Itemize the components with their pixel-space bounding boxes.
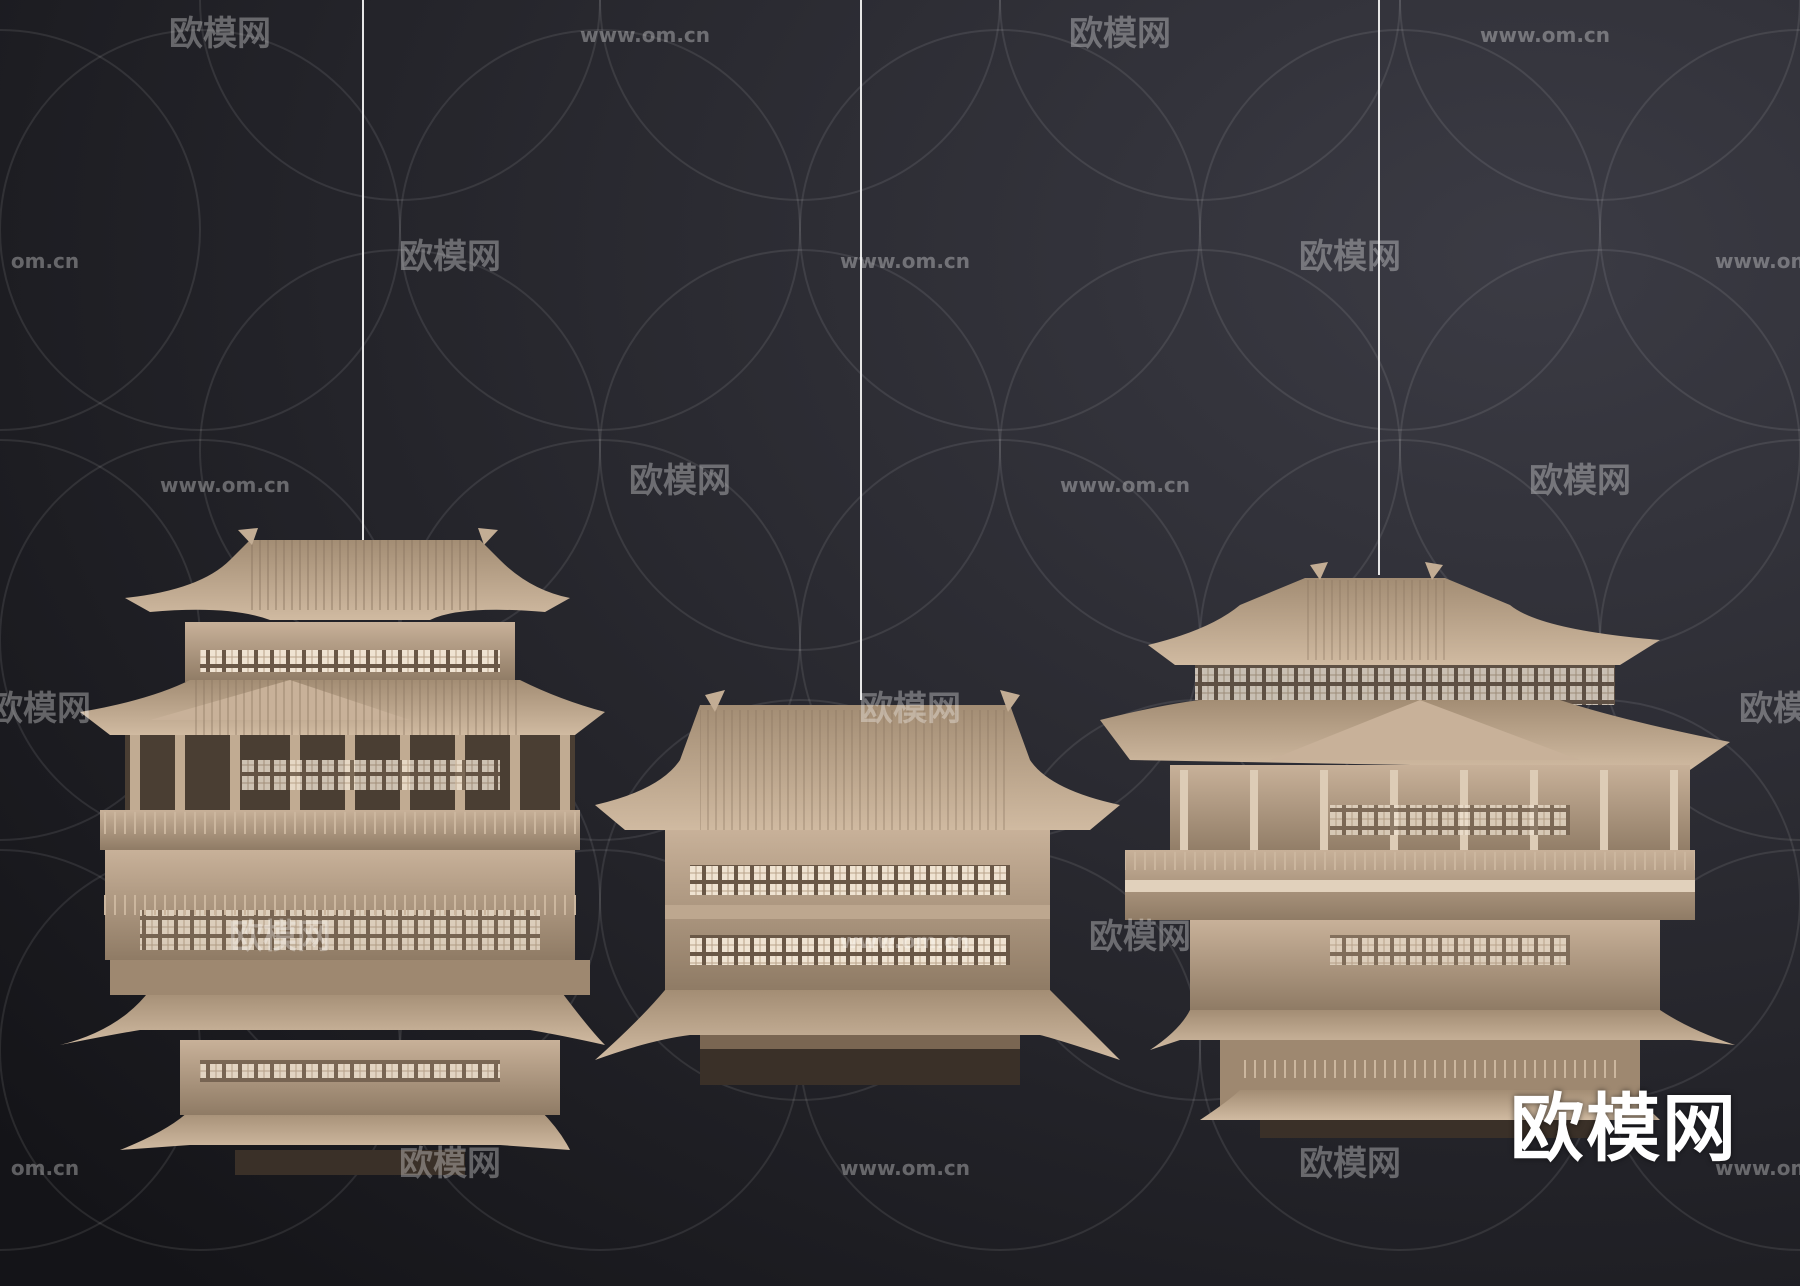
watermark-url: www.om.cn [1480, 23, 1610, 47]
watermark-logo: 欧模网 [399, 237, 501, 277]
pavilion-center [595, 690, 1120, 1085]
brand-watermark: 欧模网 [1510, 1086, 1738, 1172]
watermark-logo: 欧模网 [1069, 14, 1171, 54]
watermark-arc [799, 29, 1201, 431]
watermark-logo: 欧模网 [399, 1144, 501, 1184]
watermark-logo: 欧模网 [1529, 461, 1631, 501]
watermark-url: www.om.cn [840, 929, 970, 953]
watermark-logo: 欧模网 [0, 689, 91, 729]
watermark-arc [1599, 29, 1800, 431]
watermark-logo: 欧模网 [1299, 237, 1401, 277]
pavilion-right [1100, 562, 1735, 1138]
watermark-arc [399, 29, 801, 431]
watermark-text-layer: 欧模网欧模网欧模网欧模网欧模网欧模网欧模网欧模网欧模网欧模网欧模网欧模网欧模网w… [0, 14, 1800, 1184]
watermark-url: www.om.cn [840, 1156, 970, 1180]
watermark-url: www.om.cn [1715, 249, 1800, 273]
watermark-arc [1399, 0, 1800, 201]
watermark-logo: 欧模网 [1299, 1144, 1401, 1184]
center-base-roof [595, 990, 1120, 1060]
watermark-arc [199, 0, 601, 201]
watermark-arc [999, 0, 1401, 201]
watermark-logo: 欧模网 [1739, 689, 1800, 729]
watermark-logo: 欧模网 [169, 14, 271, 54]
watermark-url: www.om.cn [160, 473, 290, 497]
watermark-url: www.om.cn [1715, 1156, 1800, 1180]
watermark-url: www.om.cn [840, 249, 970, 273]
watermark-logo: 欧模网 [229, 917, 331, 957]
watermark-arc [599, 0, 1001, 201]
watermark-arc [599, 249, 1001, 651]
watermark-logo: 欧模网 [629, 461, 731, 501]
left-lower-roof [60, 990, 605, 1045]
watermark-url: om.cn [11, 249, 79, 273]
watermark-logo: 欧模网 [1089, 917, 1191, 957]
watermark-arc [0, 29, 401, 431]
watermark-url: www.om.cn [1060, 473, 1190, 497]
left-base [120, 1110, 570, 1150]
watermark-arc [1199, 29, 1601, 431]
watermark-url: om.cn [11, 1156, 79, 1180]
watermark-logo: 欧模网 [859, 689, 961, 729]
watermark-url: www.om.cn [580, 23, 710, 47]
pavilion-left [60, 528, 605, 1175]
watermark-arc [0, 29, 201, 431]
